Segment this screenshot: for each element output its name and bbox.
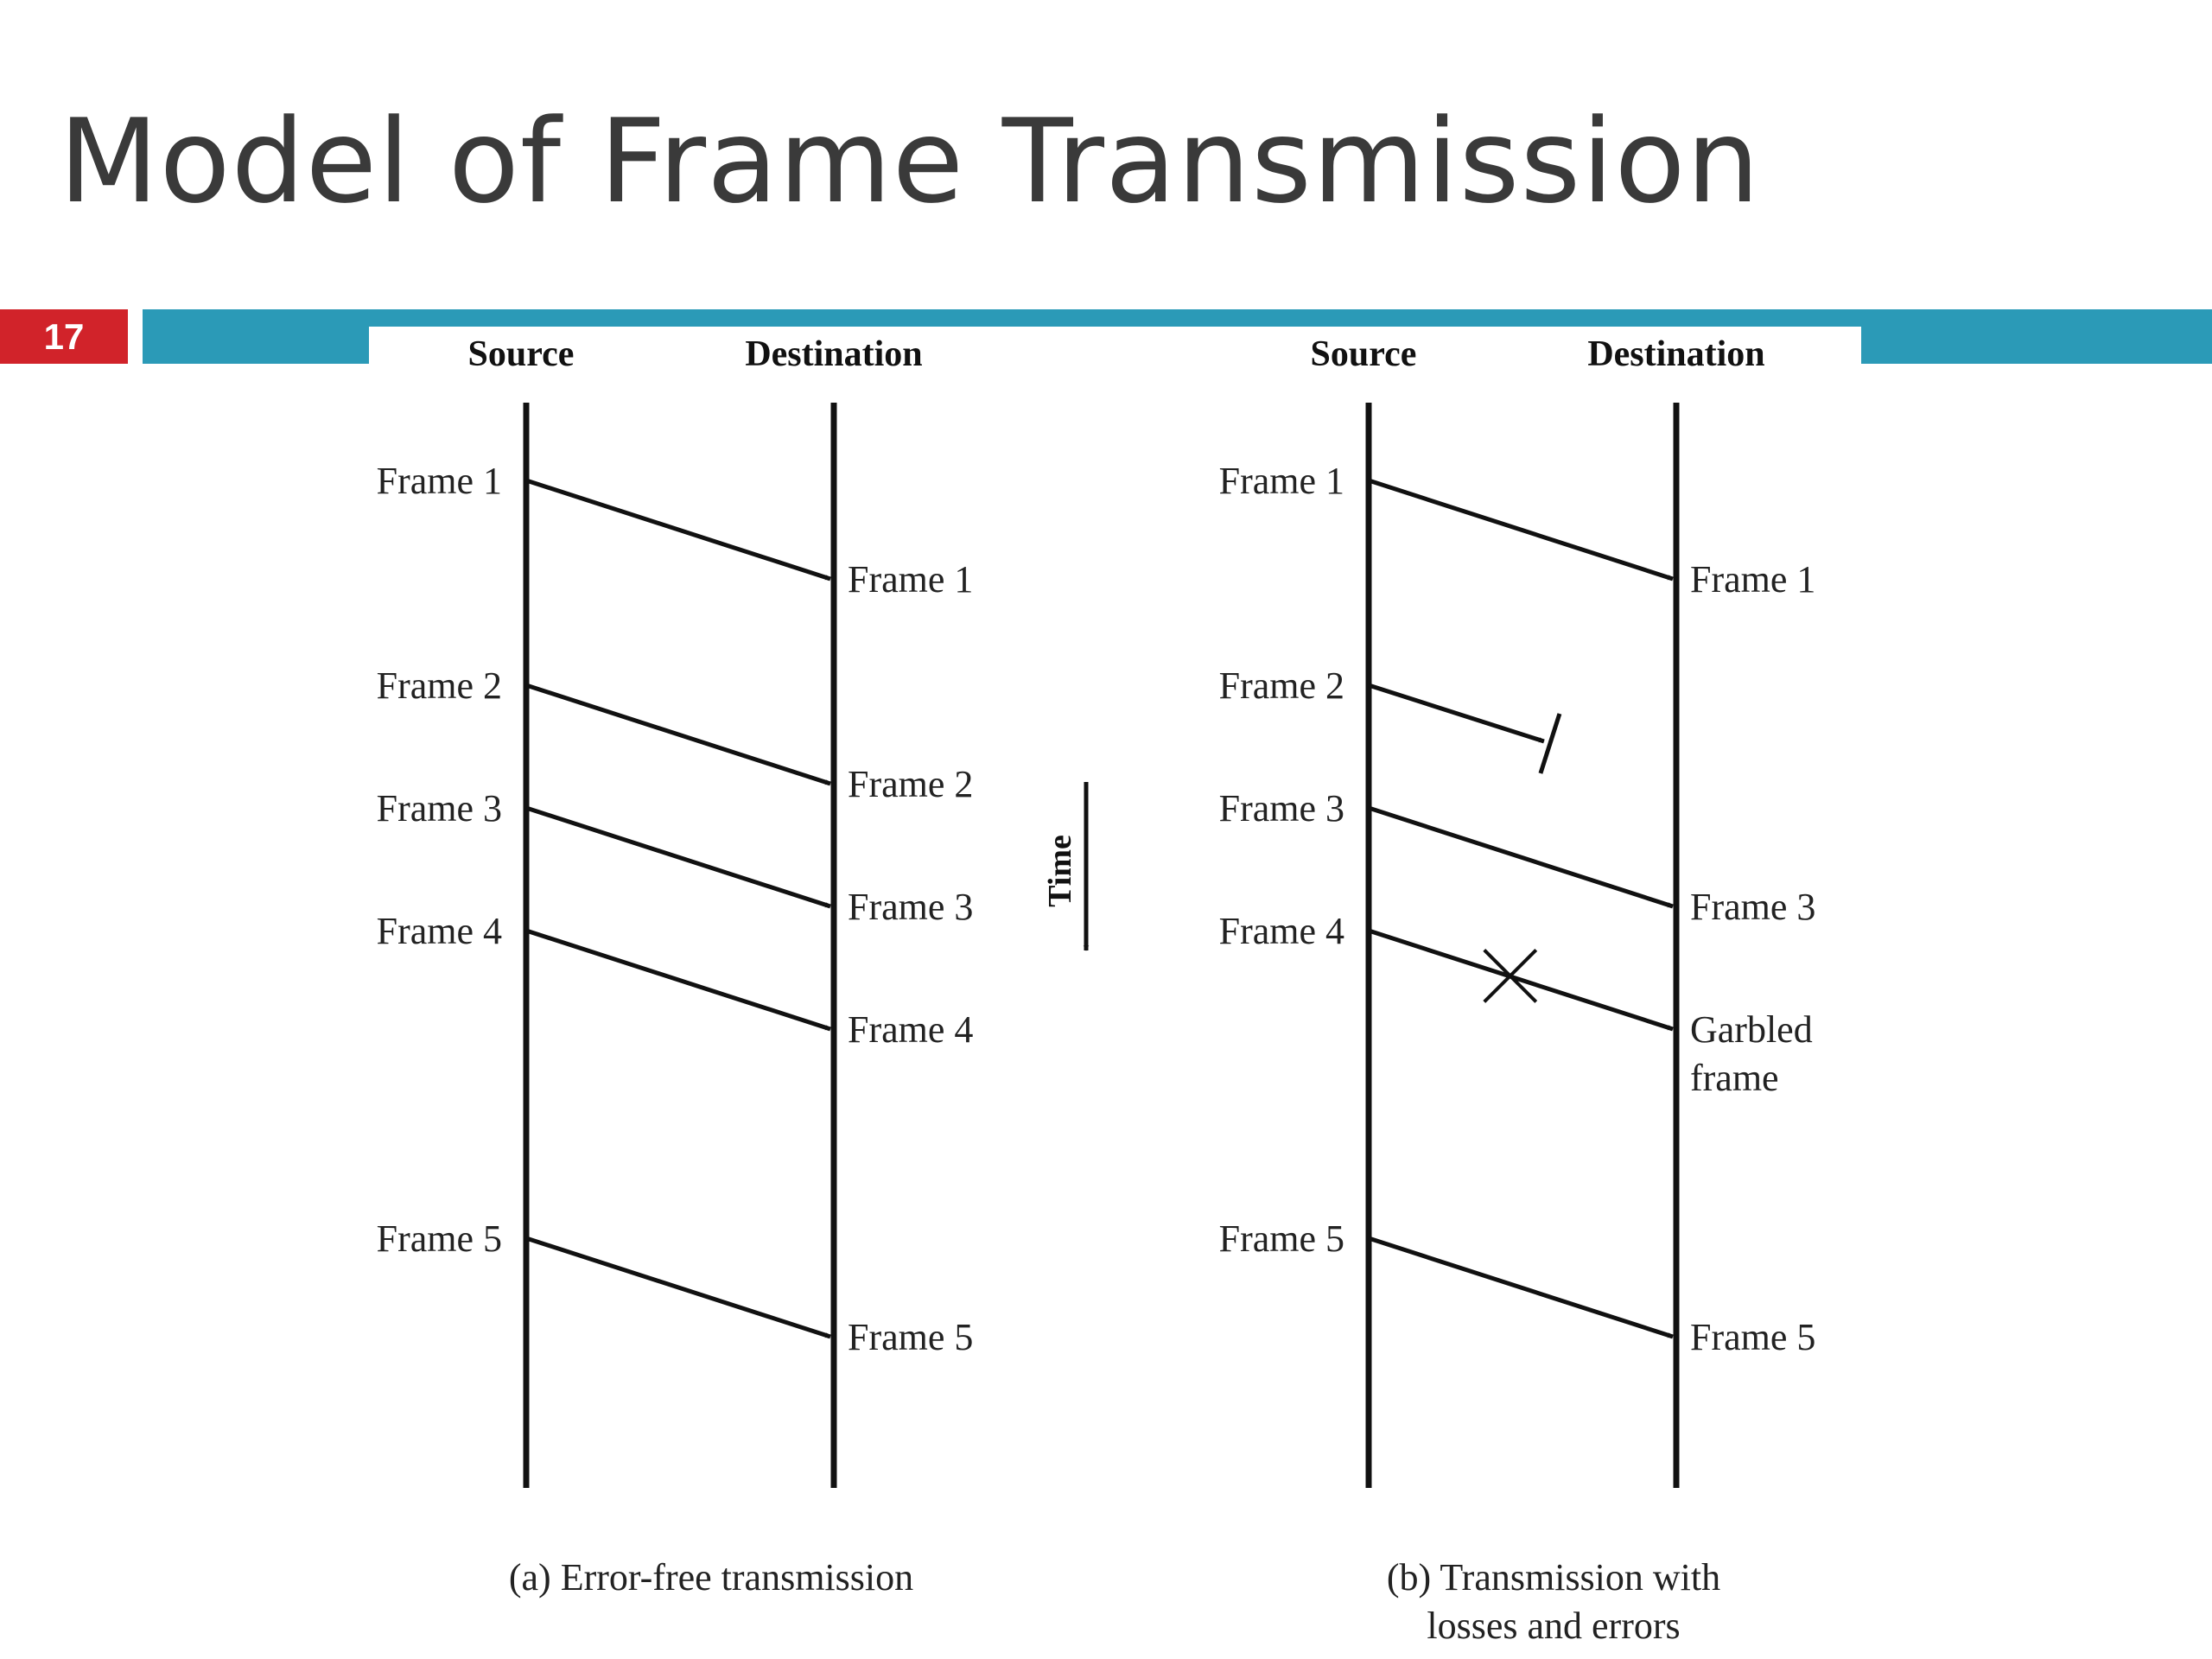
sent-frame-label: Frame 1 [377, 460, 502, 502]
frame-arrow [525, 1236, 831, 1339]
frame-arrow [525, 805, 831, 909]
frame-lost-barrier [1538, 713, 1562, 774]
sent-frame-label: Frame 3 [377, 787, 502, 830]
garbled-frame-arrow [1368, 928, 1674, 1032]
received-frame-label: Frame 2 [848, 763, 973, 805]
frame-arrow [1368, 478, 1674, 582]
sent-frame-label: Frame 2 [1219, 664, 1344, 707]
frame-arrow [525, 478, 831, 582]
received-frame-label: Frame 5 [1690, 1316, 1815, 1358]
frame-arrow [525, 928, 831, 1032]
frame-arrow [1368, 805, 1674, 909]
frame-arrow [1368, 1236, 1674, 1339]
received-frame-label: Garbled [1690, 1008, 1813, 1051]
sent-frame-label: Frame 5 [377, 1217, 502, 1260]
sent-frame-label: Frame 3 [1219, 787, 1344, 830]
received-frame-label: Frame 4 [848, 1008, 973, 1051]
received-frame-label: Frame 1 [848, 558, 973, 601]
error-cross-mark [1483, 949, 1538, 1003]
destination-header: Destination [745, 334, 922, 374]
sent-frame-label: Frame 4 [1219, 910, 1344, 952]
sent-frame-label: Frame 4 [377, 910, 502, 952]
destination-header: Destination [1587, 334, 1764, 374]
received-frame-label: frame [1690, 1057, 1779, 1099]
lost-frame-arrow [1368, 683, 1545, 744]
panel-caption: losses and errors [1427, 1605, 1680, 1647]
slide-title: Model of Frame Transmission [59, 94, 1761, 229]
frame-arrow [525, 683, 831, 786]
sent-frame-label: Frame 5 [1219, 1217, 1344, 1260]
received-frame-label: Frame 5 [848, 1316, 973, 1358]
source-header: Source [1311, 334, 1417, 374]
sent-frame-label: Frame 1 [1219, 460, 1344, 502]
received-frame-label: Frame 3 [848, 886, 973, 928]
time-axis-label: Time [1042, 835, 1078, 907]
panel-caption: (a) Error-free transmission [509, 1556, 913, 1599]
panel-caption: (b) Transmission with [1387, 1556, 1720, 1599]
received-frame-label: Frame 3 [1690, 886, 1815, 928]
sent-frame-label: Frame 2 [377, 664, 502, 707]
slide-number-badge: 17 [0, 309, 128, 364]
received-frame-label: Frame 1 [1690, 558, 1815, 601]
source-header: Source [468, 334, 575, 374]
